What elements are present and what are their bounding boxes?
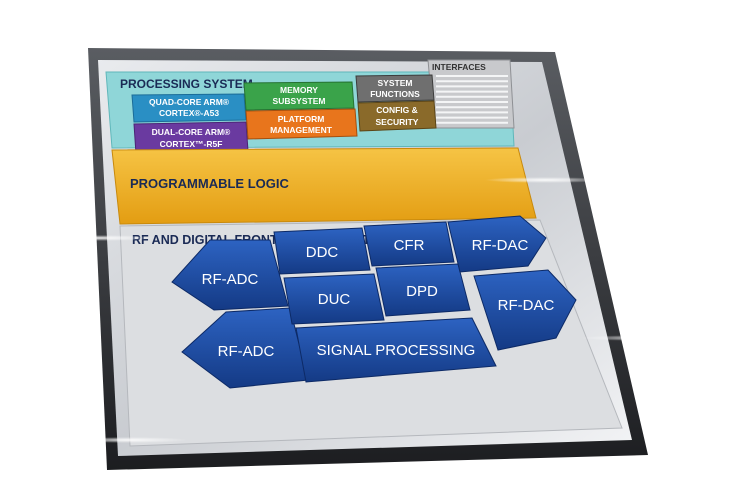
rf-dac-block-1: RF-DAC (447, 215, 547, 273)
duc-label: DUC (318, 291, 351, 308)
dpd-block: DPD (375, 263, 471, 317)
system-functions-line2: FUNCTIONS (370, 89, 420, 99)
quad-core-block: QUAD-CORE ARM® CORTEX®-A53 (131, 93, 247, 123)
ddc-label: DDC (306, 244, 339, 261)
signal-processing-label: SIGNAL PROCESSING (317, 342, 476, 359)
system-functions-line1: SYSTEM (378, 78, 413, 88)
duc-block: DUC (283, 273, 385, 325)
light-flares (45, 177, 720, 443)
memory-line2: SUBSYSTEM (273, 96, 326, 106)
interfaces-panel: INTERFACES (427, 59, 515, 129)
programmable-logic-band: PROGRAMMABLE LOGIC (111, 147, 537, 225)
memory-line1: MEMORY (280, 85, 318, 95)
cfr-block: CFR (363, 221, 455, 267)
interfaces-stripes (436, 75, 508, 124)
rf-adc-block-1: RF-ADC (171, 239, 289, 311)
quad-core-line2: CORTEX®-A53 (159, 108, 219, 118)
config-security-block: CONFIG & SECURITY (357, 100, 437, 132)
processing-system-label: PROCESSING SYSTEM (120, 77, 253, 91)
rf-adc-2-label: RF-ADC (218, 343, 275, 360)
ddc-block: DDC (273, 227, 371, 275)
platform-management-block: PLATFORM MANAGEMENT (245, 108, 358, 140)
dpd-label: DPD (406, 283, 438, 300)
platform-line2: MANAGEMENT (270, 125, 333, 135)
rf-adc-block-2: RF-ADC (181, 307, 309, 389)
programmable-logic-label: PROGRAMMABLE LOGIC (130, 176, 289, 191)
config-line2: SECURITY (376, 117, 419, 127)
rf-dac-block-2: RF-DAC (473, 269, 577, 351)
quad-core-line1: QUAD-CORE ARM® (149, 97, 230, 107)
platform-line1: PLATFORM (278, 114, 325, 124)
rf-dac-2-label: RF-DAC (498, 297, 555, 314)
interfaces-label: INTERFACES (432, 62, 486, 72)
memory-subsystem-block: MEMORY SUBSYSTEM (243, 81, 355, 111)
dual-core-line1: DUAL-CORE ARM® (152, 127, 231, 137)
cfr-label: CFR (394, 237, 425, 254)
dual-core-line2: CORTEX™-R5F (160, 139, 223, 149)
system-functions-block: SYSTEM FUNCTIONS (355, 74, 435, 103)
rf-adc-1-label: RF-ADC (202, 271, 259, 288)
config-line1: CONFIG & (376, 105, 418, 115)
signal-processing-block: SIGNAL PROCESSING (295, 317, 497, 383)
rf-dac-1-label: RF-DAC (472, 237, 529, 254)
